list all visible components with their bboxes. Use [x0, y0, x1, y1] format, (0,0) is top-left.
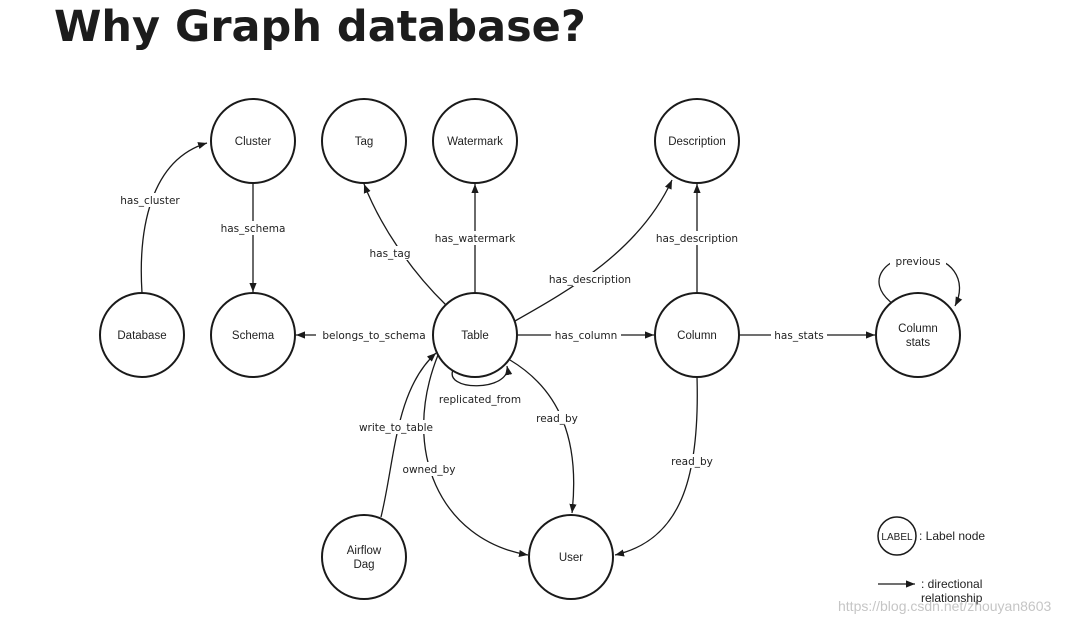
- edge-labels: has_cluster has_schema has_tag has_water…: [116, 193, 946, 476]
- node-airflow-dag-label-2: Dag: [353, 559, 374, 571]
- edge-column-read-by: [614, 376, 698, 557]
- node-user-label: User: [559, 552, 583, 564]
- node-tag-label: Tag: [355, 136, 374, 148]
- node-column-stats-label-2: stats: [906, 337, 931, 349]
- node-description-label: Description: [668, 136, 726, 148]
- node-column-stats: Column stats: [875, 292, 961, 378]
- label-owned-by: owned_by: [403, 464, 456, 476]
- watermark-text: https://blog.csdn.net/zhouyan8603: [838, 598, 1052, 614]
- node-table: Table: [432, 292, 518, 378]
- node-watermark-label: Watermark: [447, 136, 503, 148]
- node-table-label: Table: [461, 330, 489, 342]
- node-airflow-dag: Airflow Dag: [321, 514, 407, 600]
- node-airflow-dag-label-1: Airflow: [347, 545, 382, 557]
- node-column-stats-label-1: Column: [898, 323, 938, 335]
- node-column: Column: [654, 292, 740, 378]
- node-cluster: Cluster: [210, 98, 296, 184]
- label-has-stats: has_stats: [774, 330, 823, 342]
- label-column-read-by: read_by: [671, 456, 713, 468]
- label-has-watermark: has_watermark: [435, 233, 517, 245]
- legend-node-sample: [877, 516, 917, 556]
- label-replicated-from: replicated_from: [439, 394, 521, 406]
- legend-node-sample-label: LABEL: [881, 532, 913, 543]
- node-watermark: Watermark: [432, 98, 518, 184]
- node-database-label: Database: [117, 330, 166, 342]
- legend-rel-text-1: : directional: [921, 577, 982, 591]
- label-belongs-to-schema: belongs_to_schema: [322, 330, 425, 342]
- node-cluster-label: Cluster: [235, 136, 272, 148]
- edge-table-has-description: [514, 179, 673, 322]
- label-write-to-table: write_to_table: [359, 422, 433, 434]
- label-has-schema: has_schema: [221, 223, 286, 235]
- edge-table-read-by: [509, 359, 577, 514]
- label-table-read-by: read_by: [536, 413, 578, 425]
- label-column-has-description: has_description: [656, 233, 738, 245]
- legend-rel-text-2: relationship: [921, 591, 983, 605]
- node-description: Description: [654, 98, 740, 184]
- edge-owned-by: [423, 354, 529, 558]
- node-user: User: [528, 514, 614, 600]
- edge-has-cluster: [140, 142, 208, 294]
- edge-replicated-from: [451, 365, 513, 387]
- page-title: Why Graph database?: [54, 2, 586, 52]
- label-previous: previous: [896, 256, 941, 268]
- node-schema: Schema: [210, 292, 296, 378]
- label-has-tag: has_tag: [369, 248, 410, 260]
- node-tag: Tag: [321, 98, 407, 184]
- label-table-has-description: has_description: [549, 274, 631, 286]
- legend: LABEL : Label node : directional relatio…: [877, 516, 985, 605]
- node-database: Database: [99, 292, 185, 378]
- edge-write-to-table: [380, 352, 437, 518]
- nodes: Cluster Tag Watermark Description Databa…: [99, 98, 961, 600]
- legend-node-text: : Label node: [919, 529, 985, 543]
- node-column-label: Column: [677, 330, 717, 342]
- node-schema-label: Schema: [232, 330, 275, 342]
- label-has-column: has_column: [555, 330, 617, 342]
- label-has-cluster: has_cluster: [120, 195, 180, 207]
